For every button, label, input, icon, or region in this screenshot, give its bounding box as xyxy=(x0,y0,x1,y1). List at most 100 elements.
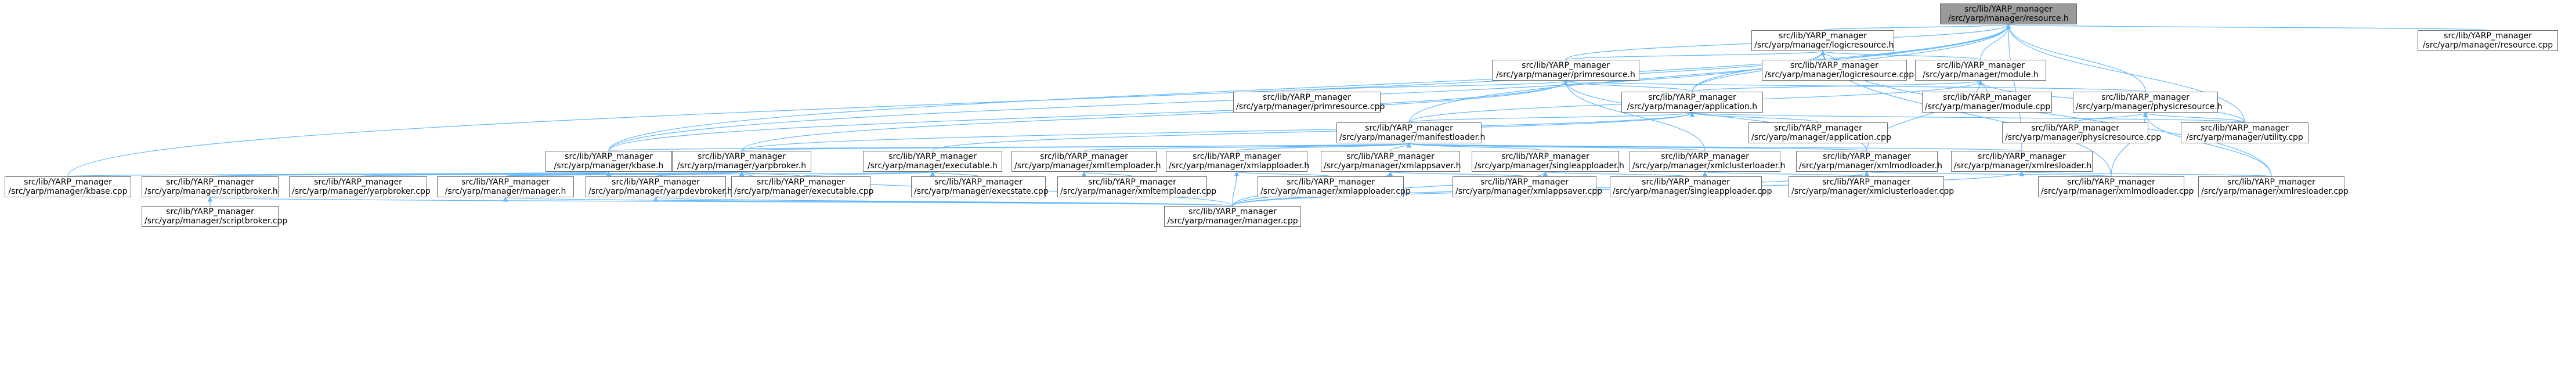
node-label-line1: src/lib/YARP_manager xyxy=(166,207,254,216)
file-node-xmlmodloader-h[interactable]: src/lib/YARP_manager/src/yarp/manager/xm… xyxy=(1796,151,1942,172)
node-label-line2: /src/yarp/manager/resource.h xyxy=(1948,14,2069,23)
node-label-line2: /src/yarp/manager/manifestloader.h xyxy=(1339,133,1486,142)
node-label-line2: /src/yarp/manager/logicresource.h xyxy=(1754,41,1894,50)
file-node-xmlmodloader-cpp[interactable]: src/lib/YARP_manager/src/yarp/manager/xm… xyxy=(2038,176,2194,197)
node-label-line2: /src/yarp/manager/xmlapploader.h xyxy=(1169,161,1310,171)
node-label-line2: /src/yarp/manager/scriptbroker.cpp xyxy=(144,216,288,226)
edge-application_h-to-root xyxy=(1692,24,2011,92)
node-label-line2: /src/yarp/manager/manager.h xyxy=(445,187,566,196)
node-label-line1: src/lib/YARP_manager xyxy=(1642,178,1730,187)
edge-module_h-to-logicresource_h xyxy=(1820,50,1981,60)
node-label-line2: /src/yarp/manager/logicresource.cpp xyxy=(1765,70,1914,79)
file-node-singleapploader-h[interactable]: src/lib/YARP_manager/src/yarp/manager/si… xyxy=(1472,151,1624,172)
node-label-line2: /src/yarp/manager/singleapploader.cpp xyxy=(1613,187,1772,196)
file-node-primresource-cpp[interactable]: src/lib/YARP_manager/src/yarp/manager/pr… xyxy=(1233,92,1385,113)
file-node-yarpbroker-h[interactable]: src/lib/YARP_manager/src/yarp/manager/ya… xyxy=(672,151,811,172)
edge-kbase_h-to-root xyxy=(608,24,2011,151)
edge-yarpbroker_h-to-application_h xyxy=(741,112,1695,151)
file-node-xmltemploader-cpp[interactable]: src/lib/YARP_manager/src/yarp/manager/xm… xyxy=(1057,176,1217,197)
edge-module_h-to-root xyxy=(1980,24,2011,60)
edge-xmlapploader_cpp-to-xmlapploader_h xyxy=(1234,171,1331,177)
edge-kbase_h-to-manifestloader_h xyxy=(608,143,1411,151)
edge-kbase_h-to-logicresource_h xyxy=(608,50,1826,151)
file-node-manager-cpp[interactable]: src/lib/YARP_manager/src/yarp/manager/ma… xyxy=(1164,206,1301,227)
node-label-line2: /src/yarp/manager/resource.cpp xyxy=(2422,41,2553,50)
edge-xmlresloader_h-to-manifestloader_h xyxy=(1407,143,2022,151)
file-node-xmlclusterloader-h[interactable]: src/lib/YARP_manager/src/yarp/manager/xm… xyxy=(1630,151,1786,172)
node-label-line1: src/lib/YARP_manager xyxy=(1263,93,1351,102)
node-label-line1: src/lib/YARP_manager xyxy=(1480,178,1569,187)
edge-physicresource_h-to-primresource_h xyxy=(1563,80,2146,92)
node-label-line1: src/lib/YARP_manager xyxy=(888,152,977,161)
node-label-line2: /src/yarp/manager/xmltemploader.cpp xyxy=(1060,187,1217,196)
file-node-application-h[interactable]: src/lib/YARP_manager/src/yarp/manager/ap… xyxy=(1621,92,1763,113)
file-node-executable-cpp[interactable]: src/lib/YARP_manager/src/yarp/manager/ex… xyxy=(731,176,874,197)
edge-utility_cpp-to-physicresource_h xyxy=(2143,112,2245,123)
file-node-manifestloader-h[interactable]: src/lib/YARP_manager/src/yarp/manager/ma… xyxy=(1336,122,1486,143)
file-node-kbase-cpp[interactable]: src/lib/YARP_manager/src/yarp/manager/kb… xyxy=(5,176,131,197)
edge-manifestloader_h-to-root xyxy=(1408,24,2011,123)
file-node-logicresource-h[interactable]: src/lib/YARP_manager/src/yarp/manager/lo… xyxy=(1751,30,1894,51)
node-label-line2: /src/yarp/manager/utility.cpp xyxy=(2186,133,2303,142)
file-node-module-cpp[interactable]: src/lib/YARP_manager/src/yarp/manager/mo… xyxy=(1922,92,2052,113)
node-label-line2: /src/yarp/manager/yarpbroker.h xyxy=(677,161,807,171)
file-node-application-cpp[interactable]: src/lib/YARP_manager/src/yarp/manager/ap… xyxy=(1748,122,1891,143)
file-node-logicresource-cpp[interactable]: src/lib/YARP_manager/src/yarp/manager/lo… xyxy=(1762,60,1914,81)
file-node-primresource-h[interactable]: src/lib/YARP_manager/src/yarp/manager/pr… xyxy=(1492,60,1639,81)
edge-xmlmodloader_cpp-to-physicresource_h xyxy=(2111,112,2148,177)
file-node-xmlresloader-cpp[interactable]: src/lib/YARP_manager/src/yarp/manager/xm… xyxy=(2198,176,2349,197)
file-node-resource-cpp[interactable]: src/lib/YARP_manager/src/yarp/manager/re… xyxy=(2418,30,2558,51)
node-label-line1: src/lib/YARP_manager xyxy=(2031,124,2119,133)
edge-physicresource_cpp-to-physicresource_h xyxy=(2075,112,2148,123)
edge-kbase_h-to-primresource_h xyxy=(608,80,1568,151)
node-label-line1: src/lib/YARP_manager xyxy=(1501,152,1589,161)
file-node-root[interactable]: src/lib/YARP_manager/src/yarp/manager/re… xyxy=(1940,3,2077,24)
edge-manager_cpp-to-xmlapploader_h xyxy=(1232,171,1240,207)
file-node-physicresource-cpp[interactable]: src/lib/YARP_manager/src/yarp/manager/ph… xyxy=(2002,122,2162,143)
file-node-yarpdevbroker-h[interactable]: src/lib/YARP_manager/src/yarp/manager/ya… xyxy=(586,176,732,197)
edge-manager_cpp-to-scriptbroker_h xyxy=(208,197,1233,207)
file-node-xmlclusterloader-cpp[interactable]: src/lib/YARP_manager/src/yarp/manager/xm… xyxy=(1789,176,1954,197)
node-label-line2: /src/yarp/manager/yarpbroker.cpp xyxy=(292,187,431,196)
edge-application_h-to-module_h xyxy=(1692,80,1983,92)
file-node-physicresource-h[interactable]: src/lib/YARP_manager/src/yarp/manager/ph… xyxy=(2073,92,2223,113)
node-label-line2: /src/yarp/manager/execstate.cpp xyxy=(914,187,1049,196)
file-node-execstate-cpp[interactable]: src/lib/YARP_manager/src/yarp/manager/ex… xyxy=(911,176,1049,197)
node-label-line1: src/lib/YARP_manager xyxy=(1823,152,1911,161)
file-node-xmlapploader-h[interactable]: src/lib/YARP_manager/src/yarp/manager/xm… xyxy=(1166,151,1310,172)
file-node-xmltemploader-h[interactable]: src/lib/YARP_manager/src/yarp/manager/xm… xyxy=(1011,151,1161,172)
edge-manifestloader_h-to-application_h xyxy=(1408,112,1695,123)
node-label-line1: src/lib/YARP_manager xyxy=(166,178,254,187)
node-label-line2: /src/yarp/manager/xmlclusterloader.h xyxy=(1632,161,1786,171)
edge-xmlmodloader_cpp-to-xmlmodloader_h xyxy=(1865,171,2112,177)
file-node-executable-h[interactable]: src/lib/YARP_manager/src/yarp/manager/ex… xyxy=(863,151,1002,172)
node-label-line2: /src/yarp/manager/kbase.cpp xyxy=(8,187,128,196)
node-label-line1: src/lib/YARP_manager xyxy=(314,178,402,187)
node-label-line1: src/lib/YARP_manager xyxy=(1648,93,1736,102)
file-node-xmlresloader-h[interactable]: src/lib/YARP_manager/src/yarp/manager/xm… xyxy=(1951,151,2093,172)
edge-xmlapploader_h-to-manifestloader_h xyxy=(1236,143,1411,151)
file-node-kbase-h[interactable]: src/lib/YARP_manager/src/yarp/manager/kb… xyxy=(545,151,672,172)
file-node-module-h[interactable]: src/lib/YARP_manager/src/yarp/manager/mo… xyxy=(1915,60,2046,81)
edge-singleapploader_h-to-manifestloader_h xyxy=(1407,143,1546,151)
file-node-utility-cpp[interactable]: src/lib/YARP_manager/src/yarp/manager/ut… xyxy=(2181,122,2308,143)
file-node-scriptbroker-cpp[interactable]: src/lib/YARP_manager/src/yarp/manager/sc… xyxy=(142,206,288,227)
file-node-manager-h[interactable]: src/lib/YARP_manager/src/yarp/manager/ma… xyxy=(437,176,574,197)
edge-utility_cpp-to-root xyxy=(2006,24,2245,123)
node-label-line2: /src/yarp/manager/xmlresloader.cpp xyxy=(2201,187,2349,196)
edge-logicresource_h-to-root xyxy=(1822,24,2011,31)
file-node-scriptbroker-h[interactable]: src/lib/YARP_manager/src/yarp/manager/sc… xyxy=(142,176,279,197)
file-node-singleapploader-cpp[interactable]: src/lib/YARP_manager/src/yarp/manager/si… xyxy=(1610,176,1772,197)
node-label-line2: /src/yarp/manager/xmlappsaver.cpp xyxy=(1455,187,1603,196)
file-node-xmlappsaver-h[interactable]: src/lib/YARP_manager/src/yarp/manager/xm… xyxy=(1321,151,1461,172)
file-node-yarpbroker-cpp[interactable]: src/lib/YARP_manager/src/yarp/manager/ya… xyxy=(289,176,431,197)
node-label-line2: /src/yarp/manager/xmlresloader.h xyxy=(1954,161,2092,171)
node-label-line2: /src/yarp/manager/physicresource.cpp xyxy=(2005,133,2162,142)
node-label-line2: /src/yarp/manager/xmltemploader.h xyxy=(1014,161,1161,171)
node-label-line2: /src/yarp/manager/xmlmodloader.cpp xyxy=(2041,187,2194,196)
file-node-xmlappsaver-cpp[interactable]: src/lib/YARP_manager/src/yarp/manager/xm… xyxy=(1453,176,1603,197)
edge-manager_h-to-executable_h xyxy=(505,171,934,177)
edge-application_cpp-to-application_h xyxy=(1689,112,1819,123)
file-node-xmlapploader-cpp[interactable]: src/lib/YARP_manager/src/yarp/manager/xm… xyxy=(1258,176,1411,197)
